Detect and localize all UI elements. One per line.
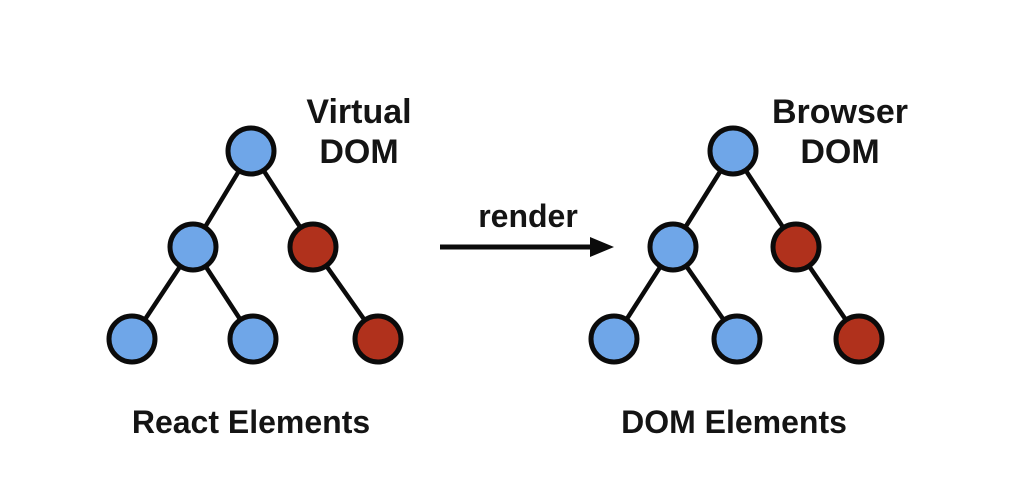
right-tree-caption: DOM Elements [621, 404, 847, 440]
render-arrow [440, 237, 614, 257]
render-arrowhead-icon [590, 237, 614, 257]
tree-node-leaf-right [352, 313, 404, 365]
tree-node-left-child [167, 221, 219, 273]
right-tree-title-line2: DOM [800, 133, 880, 171]
tree-node-leaf-left [106, 313, 158, 365]
right-tree [588, 125, 885, 365]
right-tree-title-line1: Browser [771, 93, 909, 131]
tree-node-right-child [770, 221, 822, 273]
tree-node-leaf-right [833, 313, 885, 365]
tree-node-right-child [287, 221, 339, 273]
tree-node-left-child [647, 221, 699, 273]
tree-node-leaf-middle [711, 313, 763, 365]
tree-node-root [707, 125, 759, 177]
right-tree-title: Browser DOM [740, 92, 940, 172]
left-tree-title-line2: DOM [319, 133, 399, 171]
render-label: render [478, 198, 578, 234]
left-tree [106, 125, 404, 365]
left-tree-title-line1: Virtual [306, 93, 412, 131]
tree-node-leaf-middle [227, 313, 279, 365]
tree-node-root [225, 125, 277, 177]
left-tree-title: Virtual DOM [259, 92, 459, 172]
tree-node-leaf-left [588, 313, 640, 365]
left-tree-caption: React Elements [131, 404, 371, 440]
